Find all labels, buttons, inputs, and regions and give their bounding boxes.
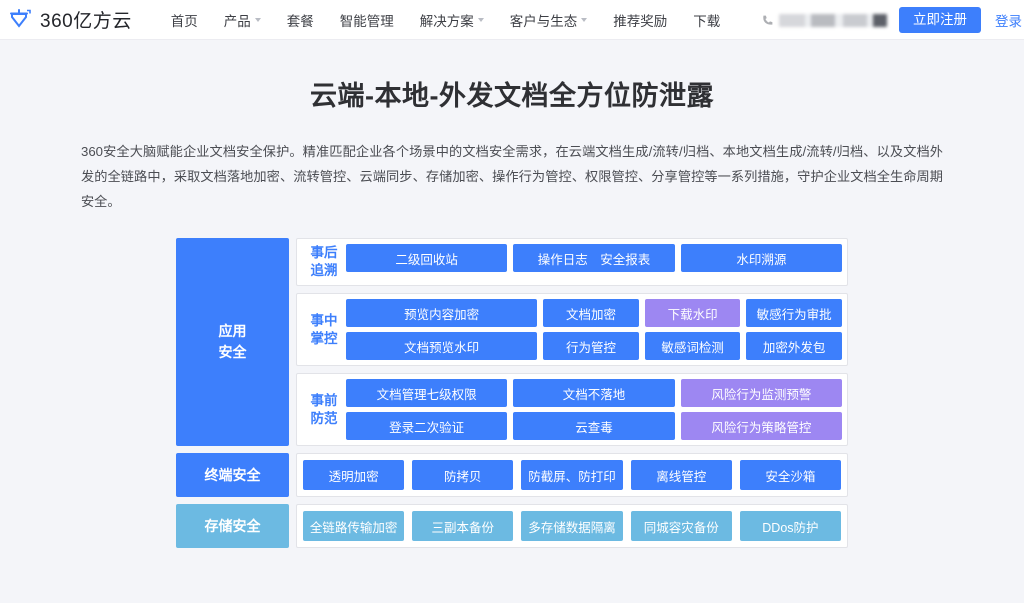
feature-cell-encrypted-outbound-package[interactable]: 加密外发包 xyxy=(746,332,842,360)
nav-right-actions: 立即注册 登录 xyxy=(761,0,1024,40)
feature-cell-risk-behavior-policy-control[interactable]: 风险行为策略管控 xyxy=(680,412,842,440)
group-post-incident-traceability: 事后 追溯 二级回收站 操作日志 安全报表 水印溯源 xyxy=(296,238,848,286)
group-in-process-control: 事中 掌控 预览内容加密 文档加密 下载水印 敏感行为审批 文档预览水印 xyxy=(296,293,848,366)
feature-cell-transparent-encryption[interactable]: 透明加密 xyxy=(303,460,405,490)
nav-item-label: 智能管理 xyxy=(339,13,394,29)
redacted-phone-number xyxy=(779,13,887,27)
feature-cell-multi-storage-data-isolation[interactable]: 多存储数据隔离 xyxy=(521,511,623,541)
feature-cell-preview-content-encryption[interactable]: 预览内容加密 xyxy=(346,299,538,327)
phone-icon xyxy=(761,14,774,27)
page-content: 云端-本地-外发文档全方位防泄露 360安全大脑赋能企业文档安全保护。精准匹配企… xyxy=(0,40,1024,548)
nav-item-download[interactable]: 下载 xyxy=(680,10,733,30)
nav-item-label: 首页 xyxy=(170,13,198,29)
group-tag-line1: 事后 xyxy=(310,245,338,260)
feature-cell-anti-screenshot-anti-print[interactable]: 防截屏、防打印 xyxy=(521,460,623,490)
nav-item-smart-management[interactable]: 智能管理 xyxy=(327,10,407,30)
feature-cell-login-two-factor[interactable]: 登录二次验证 xyxy=(346,412,508,440)
group-rows: 二级回收站 操作日志 安全报表 水印溯源 xyxy=(346,244,842,280)
group-tag-line2: 防范 xyxy=(310,410,338,426)
feature-cell-sensitive-word-detection[interactable]: 敏感词检测 xyxy=(644,332,741,360)
feature-cell-no-local-document[interactable]: 文档不落地 xyxy=(513,379,675,407)
feature-cell-operation-log-security-report[interactable]: 操作日志 安全报表 xyxy=(513,244,675,272)
layer-application-security: 应用 安全 事后 追溯 二级回收站 操作 xyxy=(176,238,848,446)
feature-cell-download-watermark[interactable]: 下载水印 xyxy=(644,299,741,327)
layer-body-storage-security: 全链路传输加密 三副本备份 多存储数据隔离 同城容灾备份 DDos防护 xyxy=(296,504,848,548)
security-architecture-diagram: 应用 安全 事后 追溯 二级回收站 操作 xyxy=(176,238,848,548)
feature-row: 文档预览水印 行为管控 敏感词检测 加密外发包 xyxy=(346,332,842,360)
nav-item-label: 下载 xyxy=(693,13,721,29)
feature-cell-secondary-recycle-bin[interactable]: 二级回收站 xyxy=(346,244,508,272)
feature-cell-sensitive-behavior-approval[interactable]: 敏感行为审批 xyxy=(746,299,842,327)
feature-strip-storage: 全链路传输加密 三副本备份 多存储数据隔离 同城容灾备份 DDos防护 xyxy=(296,504,848,548)
nav-item-customers-ecosystem[interactable]: 客户与生态 xyxy=(497,10,601,30)
group-tag-pre-incident: 事前 防范 xyxy=(302,379,346,440)
feature-cell-watermark-tracing[interactable]: 水印溯源 xyxy=(680,244,842,272)
feature-cell-security-sandbox[interactable]: 安全沙箱 xyxy=(739,460,842,490)
feature-cell-document-preview-watermark[interactable]: 文档预览水印 xyxy=(346,332,538,360)
feature-cell-cloud-antivirus[interactable]: 云查毒 xyxy=(513,412,675,440)
nav-item-home[interactable]: 首页 xyxy=(158,10,211,30)
layer-label-application-security: 应用 安全 xyxy=(176,238,289,446)
chevron-down-icon xyxy=(254,17,261,22)
layer-label-line2: 安全 xyxy=(218,344,247,360)
feature-cell-risk-behavior-monitoring-alert[interactable]: 风险行为监测预警 xyxy=(680,379,842,407)
nav-item-products[interactable]: 产品 xyxy=(211,10,274,30)
feature-row: 文档管理七级权限 文档不落地 风险行为监测预警 xyxy=(346,379,842,407)
layer-storage-security: 存储安全 全链路传输加密 三副本备份 多存储数据隔离 同城容灾备份 DDos防护 xyxy=(176,504,848,548)
360-yifangyun-logo-icon xyxy=(8,7,34,33)
nav-item-label: 解决方案 xyxy=(419,13,474,29)
feature-row: 二级回收站 操作日志 安全报表 水印溯源 xyxy=(346,244,842,272)
brand-logo[interactable]: 360亿方云 xyxy=(0,6,132,33)
feature-cell-full-link-transmission-encryption[interactable]: 全链路传输加密 xyxy=(303,511,405,541)
feature-strip-terminal: 透明加密 防拷贝 防截屏、防打印 离线管控 安全沙箱 xyxy=(296,453,848,497)
layer-label-terminal-security: 终端安全 xyxy=(176,453,289,497)
nav-item-packages[interactable]: 套餐 xyxy=(274,10,327,30)
brand-name: 360亿方云 xyxy=(40,11,132,32)
feature-cell-seven-level-permissions[interactable]: 文档管理七级权限 xyxy=(346,379,508,407)
group-tag-line2: 追溯 xyxy=(310,263,338,278)
feature-cell-ddos-protection[interactable]: DDos防护 xyxy=(739,511,842,541)
group-pre-incident-prevention: 事前 防范 文档管理七级权限 文档不落地 风险行为监测预警 登录二次验证 云查毒 xyxy=(296,373,848,446)
layer-label-line1: 应用 xyxy=(218,323,247,339)
layer-label-storage-security: 存储安全 xyxy=(176,504,289,548)
group-rows: 文档管理七级权限 文档不落地 风险行为监测预警 登录二次验证 云查毒 风险行为策… xyxy=(346,379,842,440)
chevron-down-icon xyxy=(477,17,484,22)
page-title: 云端-本地-外发文档全方位防泄露 xyxy=(310,81,714,111)
feature-cell-offline-control[interactable]: 离线管控 xyxy=(630,460,732,490)
nav-item-label: 产品 xyxy=(223,13,251,29)
feature-cell-same-city-disaster-recovery-backup[interactable]: 同城容灾备份 xyxy=(630,511,732,541)
group-tag-line2: 掌控 xyxy=(310,330,338,346)
nav-item-referral-rewards[interactable]: 推荐奖励 xyxy=(600,10,680,30)
feature-cell-document-encryption[interactable]: 文档加密 xyxy=(543,299,639,327)
feature-cell-anti-copy[interactable]: 防拷贝 xyxy=(412,460,514,490)
feature-row: 登录二次验证 云查毒 风险行为策略管控 xyxy=(346,412,842,440)
group-tag-line1: 事前 xyxy=(310,392,338,408)
top-navigation-bar: 360亿方云 首页 产品 套餐 智能管理 解决方案 客户与生态 推荐奖励 下载 xyxy=(0,0,1024,40)
group-tag-line1: 事中 xyxy=(310,312,338,328)
feature-cell-behavior-control[interactable]: 行为管控 xyxy=(543,332,639,360)
page-description: 360安全大脑赋能企业文档安全保护。精准匹配企业各个场景中的文档安全需求，在云端… xyxy=(81,144,943,209)
login-button[interactable]: 登录 xyxy=(995,14,1022,29)
layer-body-application-security: 事后 追溯 二级回收站 操作日志 安全报表 水印溯源 xyxy=(296,238,848,446)
nav-item-label: 推荐奖励 xyxy=(613,13,668,29)
nav-item-solutions[interactable]: 解决方案 xyxy=(407,10,497,30)
group-tag-post-incident: 事后 追溯 xyxy=(302,244,346,280)
nav-item-label: 客户与生态 xyxy=(509,13,578,29)
contact-phone xyxy=(761,13,887,27)
group-tag-in-process: 事中 掌控 xyxy=(302,299,346,360)
layer-body-terminal-security: 透明加密 防拷贝 防截屏、防打印 离线管控 安全沙箱 xyxy=(296,453,848,497)
chevron-down-icon xyxy=(581,17,588,22)
nav-item-label: 套餐 xyxy=(286,13,314,29)
feature-cell-triple-replica-backup[interactable]: 三副本备份 xyxy=(412,511,514,541)
feature-row: 预览内容加密 文档加密 下载水印 敏感行为审批 xyxy=(346,299,842,327)
layer-terminal-security: 终端安全 透明加密 防拷贝 防截屏、防打印 离线管控 安全沙箱 xyxy=(176,453,848,497)
nav-links: 首页 产品 套餐 智能管理 解决方案 客户与生态 推荐奖励 下载 xyxy=(158,10,734,30)
register-button[interactable]: 立即注册 xyxy=(899,7,981,33)
group-rows: 预览内容加密 文档加密 下载水印 敏感行为审批 文档预览水印 行为管控 敏感词检… xyxy=(346,299,842,360)
